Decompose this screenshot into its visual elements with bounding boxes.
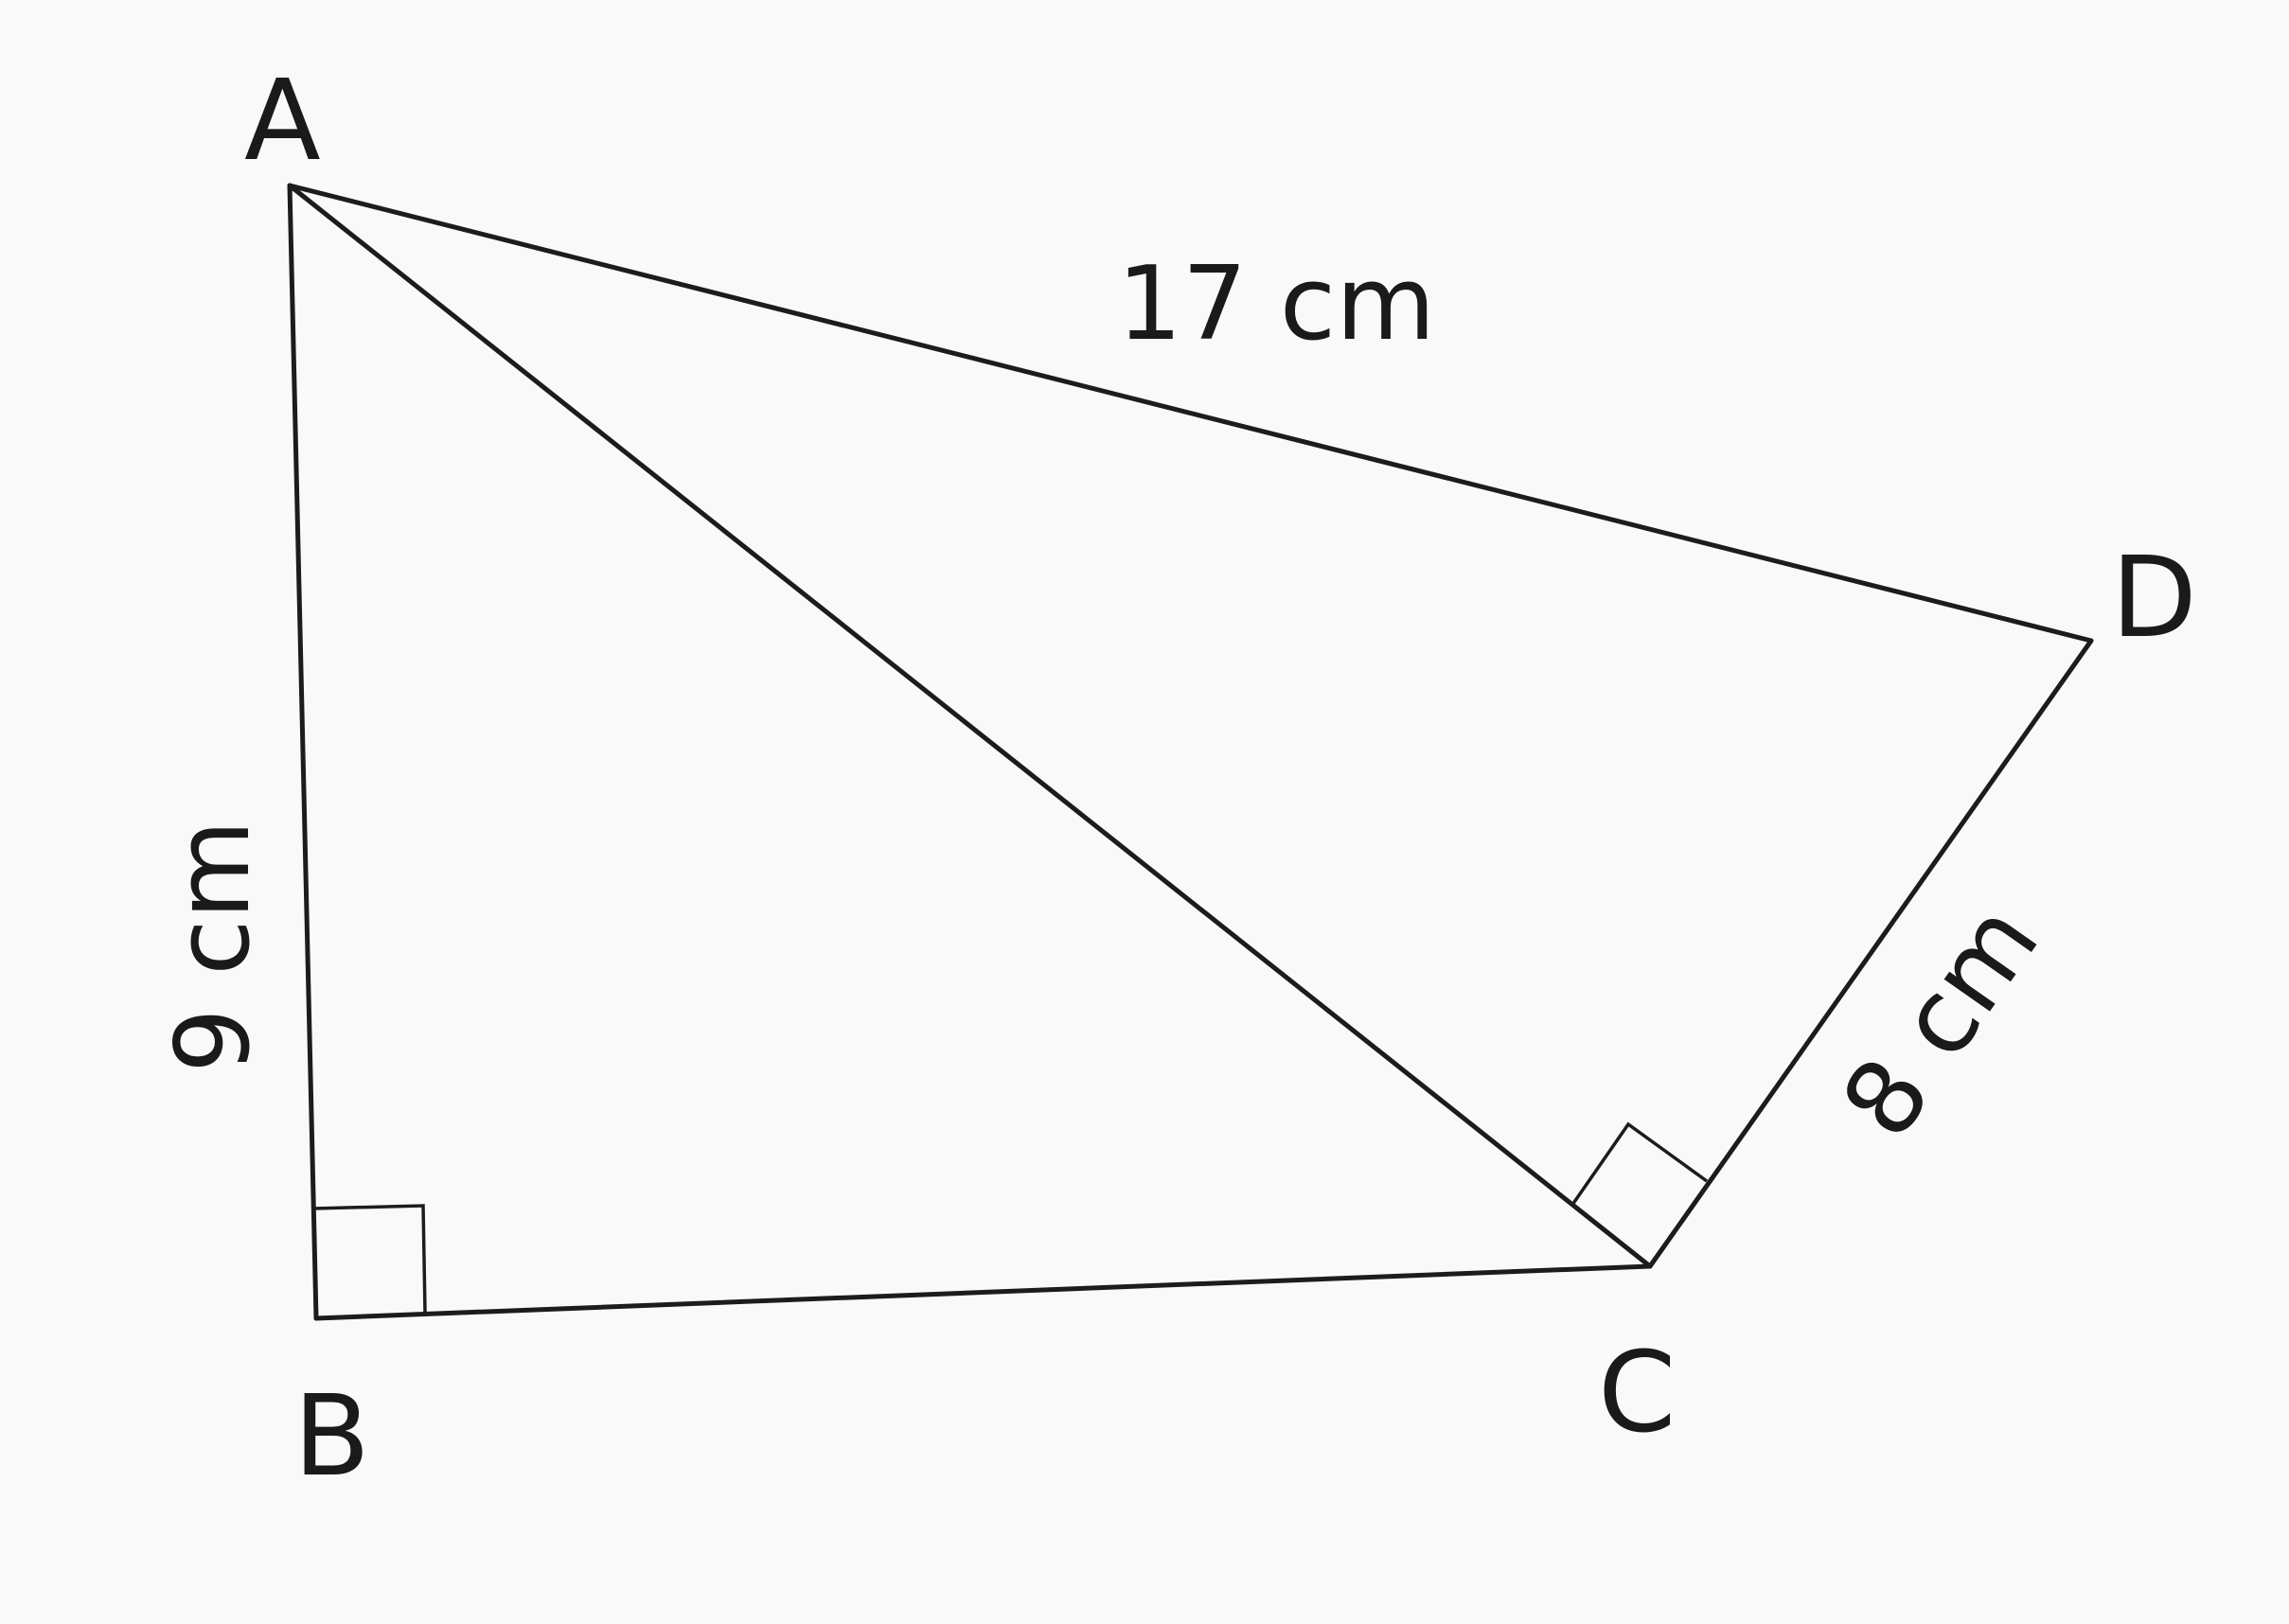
vertex-label-c: C [1598, 1327, 1676, 1457]
vertex-label-d: D [2111, 532, 2197, 662]
edge-ac [287, 183, 1653, 1269]
edge-bc [313, 1263, 1653, 1321]
edge-cd [1647, 638, 2094, 1269]
edge-ad [287, 183, 2094, 644]
edge-ab [287, 183, 319, 1321]
right-angle-mark-c [1570, 1121, 1709, 1206]
measure-label-ab: 9 cm [154, 820, 273, 1073]
measure-label-cd: 8 cm [1819, 884, 2062, 1159]
vertex-label-a: A [244, 55, 321, 185]
measure-label-ad: 17 cm [1117, 245, 1435, 363]
right-angle-mark-b [312, 1204, 427, 1314]
vertex-label-b: B [293, 1370, 370, 1501]
